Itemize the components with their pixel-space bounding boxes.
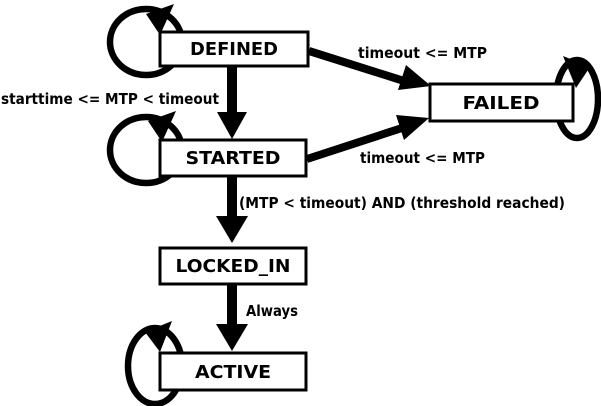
self-loop-started-arrowhead xyxy=(148,111,176,142)
transition-locked-in-to-active-arrow xyxy=(216,284,248,351)
state-locked-in-box xyxy=(158,246,308,286)
transition-defined-to-failed-arrow xyxy=(307,47,431,90)
transition-started-to-locked-in-arrow xyxy=(216,176,248,243)
state-failed-box xyxy=(428,82,575,123)
transition-defined-to-failed-label: timeout <= MTP xyxy=(358,44,487,62)
state-started-box xyxy=(158,138,308,178)
transition-started-to-locked-in-label: (MTP < timeout) AND (threshold reached) xyxy=(239,194,565,212)
transition-locked-in-to-active-label: Always xyxy=(246,302,298,320)
state-active-box xyxy=(158,351,308,392)
state-active-label: ACTIVE xyxy=(195,362,271,383)
state-defined-label: DEFINED xyxy=(190,39,278,60)
self-loop-active-arrowhead xyxy=(145,321,172,352)
state-started-label: STARTED xyxy=(186,148,281,169)
state-failed-label: FAILED xyxy=(463,93,540,114)
transition-started-to-failed-label: timeout <= MTP xyxy=(360,149,485,167)
transition-started-to-failed-arrow xyxy=(305,115,429,163)
state-locked-in-label: LOCKED_IN xyxy=(176,256,291,277)
self-loop-failed-arrowhead xyxy=(563,56,590,88)
transition-defined-to-started-label: starttime <= MTP < timeout xyxy=(1,90,219,108)
transition-defined-to-started-arrow xyxy=(217,66,247,139)
state-defined-box xyxy=(158,30,310,68)
self-loop-defined-arrowhead xyxy=(146,4,174,35)
